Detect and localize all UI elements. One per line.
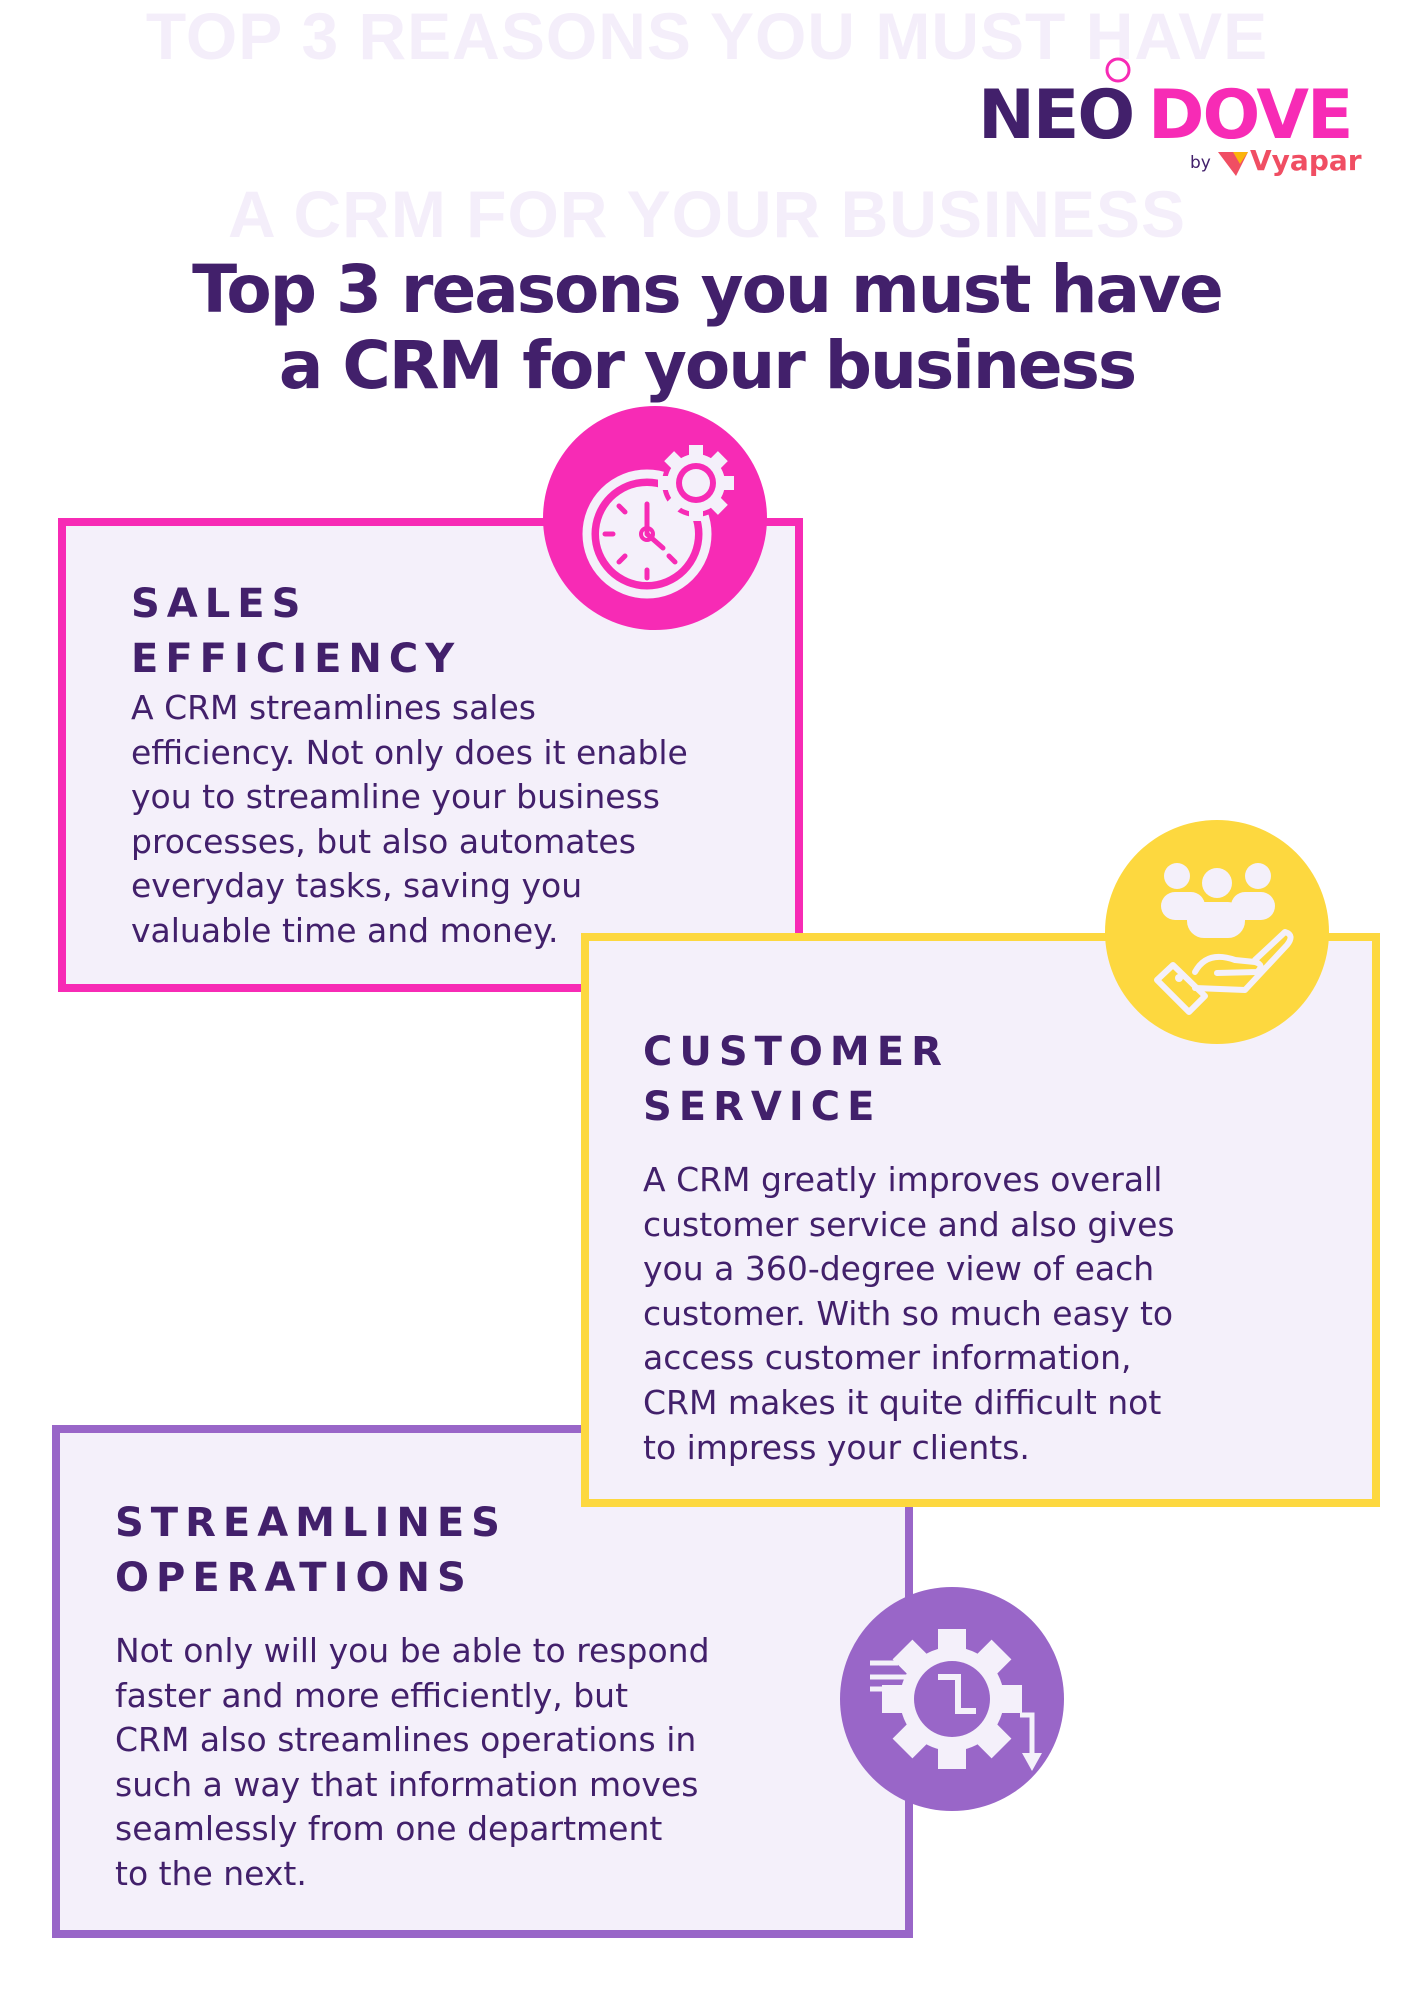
neodove-logo: NEO DOVE by Vyapar (978, 56, 1378, 177)
brand-by: by (1190, 153, 1211, 173)
text-line: SALES (131, 581, 308, 627)
text-line: access customer information, (643, 1338, 1132, 1378)
card-body: A CRM streamlines sales efficiency. Not o… (131, 686, 688, 954)
text-line: CRM makes it quite difficult not (643, 1382, 1162, 1422)
text-line: CRM also streamlines operations in (115, 1720, 697, 1760)
text-line: A CRM greatly improves overall (643, 1160, 1163, 1199)
text-line: you a 360-degree view of each (643, 1249, 1155, 1289)
text-line: OPERATIONS (115, 1555, 473, 1601)
text-line: efficiency. Not only does it enable (131, 732, 688, 772)
people-hand-icon (1105, 820, 1329, 1044)
text-line: customer. With so much easy to (643, 1293, 1174, 1333)
text-line: processes, but also automates (131, 821, 636, 861)
brand-name-right: DOVE (1148, 76, 1352, 155)
clock-gear-icon (543, 406, 767, 630)
text-line: you to streamline your business (131, 777, 660, 817)
text-line: to the next. (115, 1853, 307, 1893)
card-heading: SALES EFFICIENCY (131, 577, 461, 687)
text-line: valuable time and money. (131, 910, 559, 950)
brand-partner: Vyapar (1250, 144, 1362, 176)
text-line: to impress your clients. (643, 1427, 1030, 1467)
card-body: Not only will you be able to respond fast… (115, 1629, 710, 1897)
watermark-line-2: A CRM FOR YOUR BUSINESS (227, 177, 1187, 251)
text-line: faster and more efficiently, but (115, 1675, 629, 1715)
card-body: A CRM greatly improves overall customer s… (643, 1158, 1175, 1470)
text-line: everyday tasks, saving you (131, 866, 583, 906)
brand-name-left: NEO (978, 76, 1133, 155)
page-title-line-2: a CRM for your business (278, 327, 1137, 404)
card-heading: CUSTOMER SERVICE (643, 1025, 949, 1135)
card-heading: STREAMLINES OPERATIONS (115, 1496, 507, 1606)
text-line: STREAMLINES (115, 1500, 507, 1546)
text-line: seamlessly from one department (115, 1809, 663, 1849)
gear-flow-icon (840, 1587, 1064, 1811)
text-line: customer service and also gives (643, 1204, 1175, 1244)
page-title-line-1: Top 3 reasons you must have (192, 251, 1224, 328)
text-line: CUSTOMER (643, 1029, 949, 1075)
text-line: A CRM streamlines sales (131, 688, 536, 727)
text-line: EFFICIENCY (131, 636, 462, 682)
text-line: SERVICE (643, 1084, 882, 1130)
watermark-line-1: TOP 3 REASONS YOU MUST HAVE (145, 0, 1269, 73)
text-line: such a way that information moves (115, 1764, 699, 1804)
megaphone-icon (1105, 57, 1131, 83)
card-streamlines-operations (52, 1425, 913, 1938)
text-line: Not only will you be able to respond (115, 1631, 710, 1670)
